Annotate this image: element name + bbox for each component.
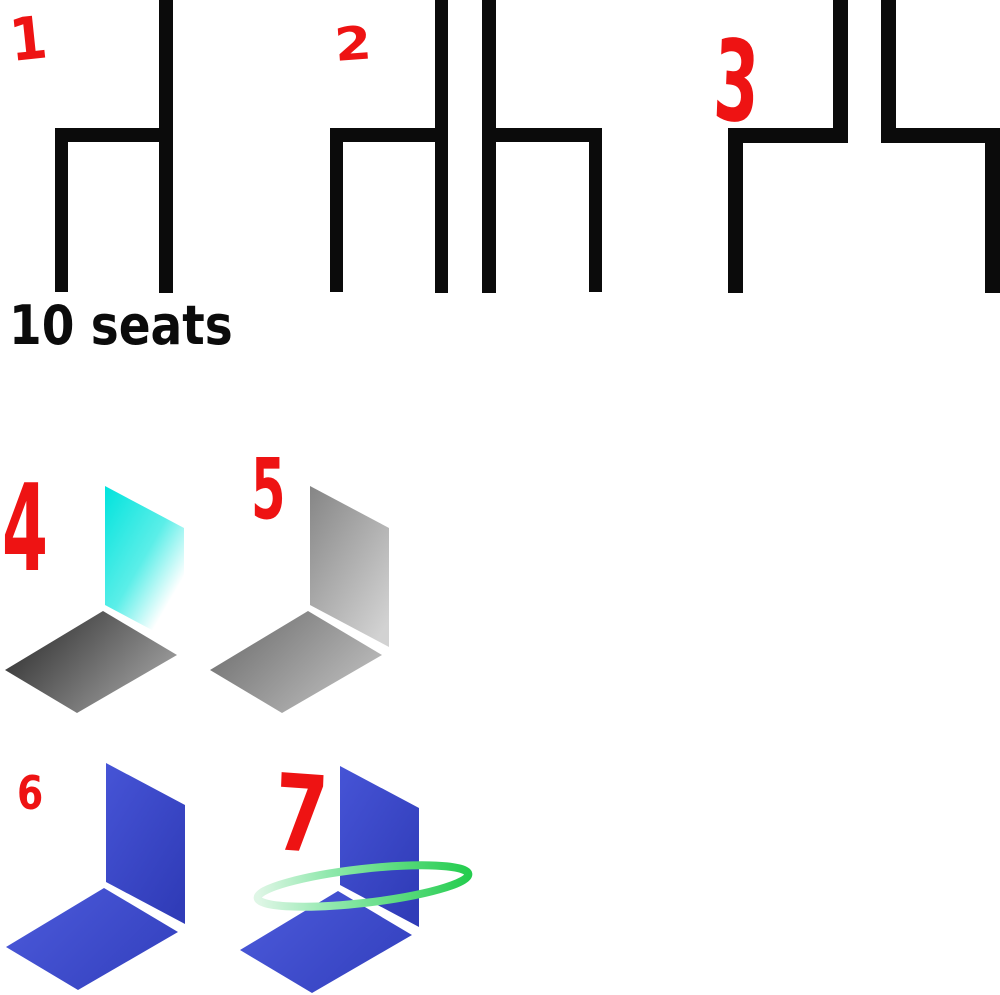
annotation-number-5: 5 <box>251 440 286 539</box>
seat-panel <box>6 888 178 990</box>
seat-panel <box>210 611 382 713</box>
annotation-number-4: 4 <box>2 457 48 599</box>
chair2-right-front-leg <box>589 128 602 292</box>
seats-caption: 10 seats <box>9 294 233 357</box>
seat-panel <box>5 611 177 713</box>
chair3-right-front-leg <box>985 128 1000 293</box>
annotation-number-2: 2 <box>332 15 374 72</box>
back-panel <box>106 763 185 924</box>
seat-panel <box>240 891 412 993</box>
chair2-right-seat <box>482 128 602 142</box>
annotation-number-3: 3 <box>711 15 762 151</box>
chair3-right-back-post <box>881 0 896 143</box>
logo-variant-4 <box>5 486 184 713</box>
back-panel <box>105 486 184 647</box>
logo-variant-7 <box>240 766 473 993</box>
annotation-number-1: 1 <box>6 3 51 76</box>
chair1-back-post <box>159 0 173 293</box>
chair2-left-front-leg <box>330 128 343 292</box>
chair2-right-back-post <box>482 0 496 293</box>
logo-variant-5 <box>210 486 389 713</box>
chair3-right-seat <box>881 128 1000 143</box>
chair2-left-back-post <box>435 0 448 293</box>
back-panel <box>310 486 389 647</box>
chair1-seat <box>55 128 173 142</box>
chair1-front-leg <box>55 128 68 292</box>
chair3-left-seat <box>728 128 848 143</box>
chair3-left-front-leg <box>728 128 743 293</box>
logo-variant-6 <box>6 763 185 990</box>
back-panel <box>340 766 419 927</box>
annotation-number-6: 6 <box>17 766 44 820</box>
chair2-left-seat <box>330 128 448 142</box>
halo-ellipse <box>253 861 473 911</box>
chair3-left-back-post <box>833 0 848 143</box>
